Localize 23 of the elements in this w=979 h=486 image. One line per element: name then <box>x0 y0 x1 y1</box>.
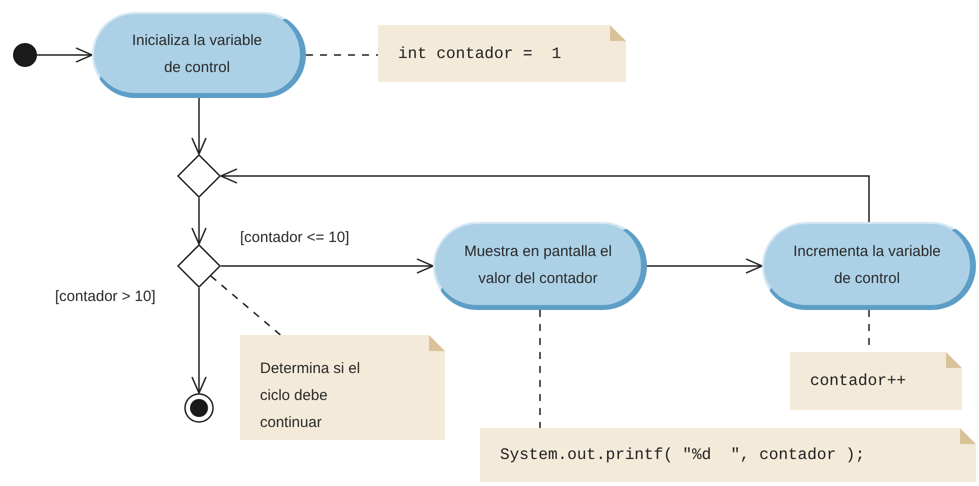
arrow <box>37 47 93 63</box>
code-text: int contador = 1 <box>398 44 562 64</box>
arrow <box>191 198 207 245</box>
note <box>240 335 445 440</box>
action-text: Muestra en pantalla el valor del contador <box>463 242 613 288</box>
note-text: Determina si el ciclo debe continuar <box>260 359 362 433</box>
code-text: System.out.printf( "%d ", contador ); <box>500 445 866 466</box>
action-text: Incrementa la variable de control <box>792 242 942 288</box>
arrow <box>647 258 763 274</box>
arrow <box>191 288 207 394</box>
arrow <box>191 98 207 155</box>
guard-label: [contador <= 10] <box>240 228 350 248</box>
note <box>378 25 626 82</box>
note <box>480 428 976 482</box>
dashed-connector <box>210 276 281 336</box>
code-text: contador++ <box>810 371 908 392</box>
guard-label: [contador > 10] <box>55 287 156 307</box>
dashed-connector <box>539 310 541 428</box>
dashed-connector <box>306 54 378 56</box>
note <box>790 352 962 410</box>
arrow <box>221 258 434 274</box>
arrow <box>220 168 870 222</box>
action-text: Inicializa la variable de control <box>130 30 264 78</box>
